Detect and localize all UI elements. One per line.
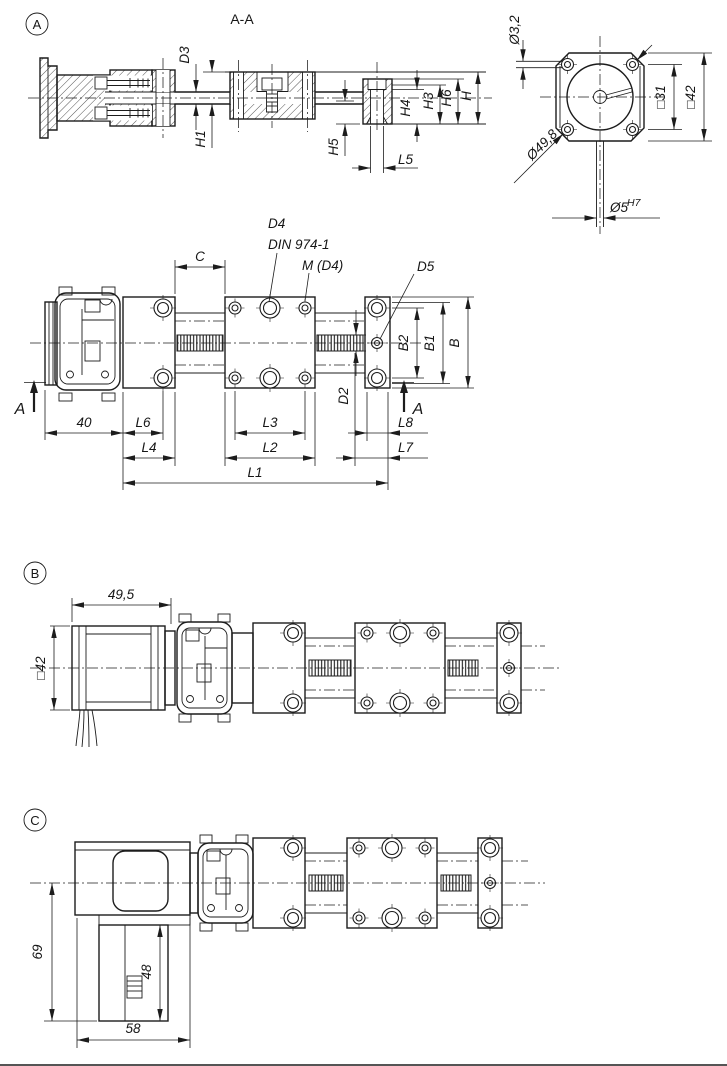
- dim-h: H: [459, 91, 474, 101]
- dim-c-group: C: [174, 249, 226, 294]
- dim-shaft-dia: Ø5: [609, 200, 629, 215]
- dim-l6: L6: [135, 415, 151, 430]
- dim-b2: B2: [396, 334, 411, 351]
- view-a-section: A A-A: [25, 11, 492, 173]
- dim-pilot-dia: Ø49,8: [523, 126, 561, 164]
- dim-l7: L7: [398, 440, 414, 455]
- view-marker-a-label: A: [33, 17, 42, 32]
- dim-b: B: [447, 338, 462, 347]
- dim-h3: H3: [421, 92, 436, 110]
- dim-bolt-square: □31: [653, 85, 668, 108]
- flange-dimensions: Ø3,2 □31 □42 Ø49,8 Ø5 H7: [507, 15, 712, 227]
- dim-l1: L1: [247, 465, 262, 480]
- angle-gearbox-motor: [74, 841, 199, 1022]
- coupling-housing-plan: [44, 286, 121, 402]
- label-d4: D4: [268, 216, 285, 231]
- section-plane-arrows: A A: [14, 380, 424, 418]
- shaft-circle: [593, 90, 607, 104]
- dim-hole-dia: Ø3,2: [507, 15, 522, 46]
- view-b-dimensions: 49,5 □42: [33, 587, 172, 711]
- plan-view: D4 DIN 974-1 M (D4) D5 C B2 B1 B D2 A: [14, 216, 474, 490]
- dim-sq42-b: □42: [33, 656, 48, 680]
- carriage-section: [229, 60, 316, 132]
- dim-l4: L4: [141, 440, 156, 455]
- dim-l3: L3: [262, 415, 278, 430]
- section-arrow-a-left: A: [14, 401, 26, 418]
- bearing-block-plan: [122, 296, 176, 389]
- dim-c: C: [195, 249, 205, 264]
- view-marker-a-circle: [25, 12, 49, 36]
- dim-h1: H1: [193, 130, 208, 147]
- label-m-d4: M (D4): [302, 258, 343, 273]
- end-block-plan: [364, 296, 391, 389]
- dim-l8: L8: [398, 415, 414, 430]
- dim-shaft-fit: H7: [627, 197, 642, 209]
- section-dimensions: D3 H1 H5 L5 H4 H3 H6 H: [177, 46, 481, 173]
- dim-l5: L5: [398, 152, 414, 167]
- flange-outline: [555, 52, 645, 142]
- dim-h4: H4: [398, 99, 413, 116]
- label-din974: DIN 974-1: [268, 237, 330, 252]
- dim-58: 58: [125, 1021, 141, 1036]
- dim-49-5: 49,5: [108, 587, 135, 602]
- view-marker-c-circle: [23, 808, 47, 832]
- flange-end-view: Ø3,2 □31 □42 Ø49,8 Ø5 H7: [507, 15, 712, 234]
- dim-b-group: B2 B1 B: [392, 296, 474, 389]
- view-c-dimensions: 69 48 58: [30, 883, 191, 1048]
- view-marker-b-circle: [23, 561, 47, 585]
- plan-leaders: D4 DIN 974-1 M (D4) D5: [268, 216, 435, 340]
- dim-69: 69: [30, 944, 45, 960]
- dim-body-square: □42: [683, 85, 698, 109]
- view-b-inline-motor: B: [23, 561, 560, 748]
- view-marker-c-label: C: [30, 813, 39, 828]
- view-marker-b-label: B: [31, 566, 40, 581]
- view-c-angled-motor: C: [23, 808, 545, 1048]
- dim-b1: B1: [422, 335, 437, 352]
- plan-bottom-dimensions: 40 L6 L3 L8 L4 L2 L7 L1: [44, 353, 428, 490]
- end-support-section: [362, 62, 393, 132]
- dim-d2-group: D2: [336, 310, 366, 405]
- pilot-boss-circle: [566, 63, 634, 131]
- dim-48: 48: [139, 964, 154, 980]
- dim-d2: D2: [336, 387, 351, 405]
- section-title: A-A: [230, 11, 254, 27]
- dim-l2: L2: [262, 440, 278, 455]
- section-arrow-a-right: A: [412, 401, 424, 418]
- label-d5: D5: [417, 259, 435, 274]
- dim-h6: H6: [439, 89, 454, 107]
- dim-h5: H5: [326, 138, 341, 156]
- stepper-motor-side: [71, 625, 176, 748]
- dim-40: 40: [76, 415, 92, 430]
- dim-d3: D3: [177, 46, 192, 64]
